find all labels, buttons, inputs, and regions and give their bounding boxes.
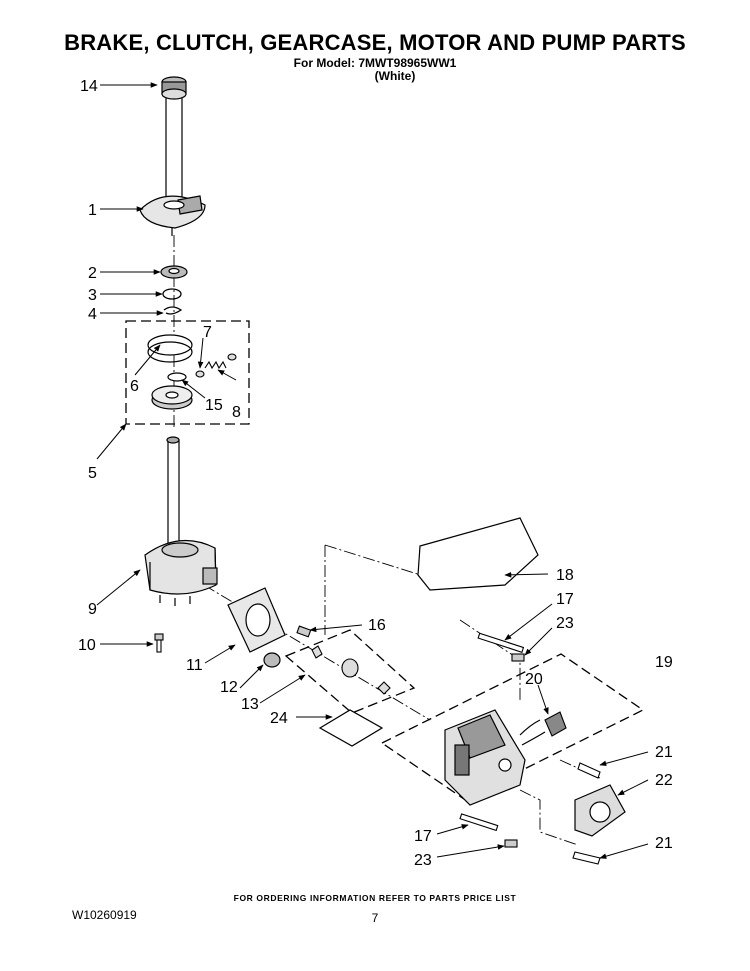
callout-16: 16 xyxy=(368,617,386,634)
callout-3: 3 xyxy=(88,287,97,304)
callout-19: 19 xyxy=(655,654,673,671)
page-number: 7 xyxy=(371,911,379,925)
part-4-clip xyxy=(163,306,183,315)
part-16-screw xyxy=(296,625,312,638)
group-box-5 xyxy=(125,320,250,425)
ordering-note: FOR ORDERING INFORMATION REFER TO PARTS … xyxy=(233,893,517,903)
callout-11: 11 xyxy=(186,657,203,674)
part-10-bolt xyxy=(154,633,164,653)
part-8-spring xyxy=(204,360,227,370)
callout-15: 15 xyxy=(205,397,223,414)
callout-21-top: 21 xyxy=(655,744,673,761)
part-3-ring xyxy=(162,288,182,300)
part-2-bearing xyxy=(160,265,188,279)
align-line-18 xyxy=(324,544,431,635)
part-11-plate xyxy=(227,587,286,653)
part-7-spring-caps xyxy=(195,353,237,378)
part-13-coupling xyxy=(311,645,391,695)
callout-2: 2 xyxy=(88,265,97,282)
part-12-bushing xyxy=(263,652,281,668)
part-6-clutch-band xyxy=(147,334,193,363)
part-9-gearcase xyxy=(144,436,218,606)
group-box-19 xyxy=(380,653,645,800)
callout-17-top: 17 xyxy=(556,591,574,608)
callout-5: 5 xyxy=(88,465,97,482)
part-17-pin-bottom xyxy=(459,813,499,832)
callout-24: 24 xyxy=(270,710,288,727)
part-17-pin-top xyxy=(477,632,525,653)
group-box-13 xyxy=(284,629,416,714)
part-clutch-drum xyxy=(151,385,193,410)
part-23-screw-bottom xyxy=(504,839,518,848)
callout-7: 7 xyxy=(203,324,212,341)
callout-22: 22 xyxy=(655,772,673,789)
callout-8: 8 xyxy=(232,404,241,421)
part-20-switch xyxy=(544,711,567,737)
callout-18: 18 xyxy=(556,567,574,584)
document-id: W10260919 xyxy=(72,908,137,922)
callout-9: 9 xyxy=(88,601,97,618)
part-19-motor xyxy=(444,709,546,806)
callout-1: 1 xyxy=(88,202,97,219)
part-22-pump xyxy=(574,784,626,837)
callout-4: 4 xyxy=(88,306,97,323)
part-21-clip-bottom xyxy=(572,851,601,865)
part-21-clip-top xyxy=(577,762,601,779)
color-subtitle: (White) xyxy=(374,69,416,83)
page-title: BRAKE, CLUTCH, GEARCASE, MOTOR AND PUMP … xyxy=(64,30,686,55)
callout-17-bottom: 17 xyxy=(414,828,432,845)
callout-13: 13 xyxy=(241,696,259,713)
part-18-cover xyxy=(417,517,539,591)
part-23-screw-top xyxy=(511,653,525,662)
part-15-ring xyxy=(167,372,187,382)
part-1-brake xyxy=(139,195,206,236)
callout-23-top: 23 xyxy=(556,615,574,632)
callout-12: 12 xyxy=(220,679,238,696)
model-subtitle: For Model: 7MWT98965WW1 xyxy=(293,56,457,70)
align-line-17 xyxy=(459,619,521,700)
callout-23-bottom: 23 xyxy=(414,852,432,869)
part-24-shield xyxy=(318,709,384,747)
callout-6: 6 xyxy=(130,378,139,395)
callout-10: 10 xyxy=(78,637,96,654)
part-14-tube xyxy=(161,76,187,208)
callout-14: 14 xyxy=(80,78,98,95)
callout-20: 20 xyxy=(525,671,543,688)
callout-21-bottom: 21 xyxy=(655,835,673,852)
